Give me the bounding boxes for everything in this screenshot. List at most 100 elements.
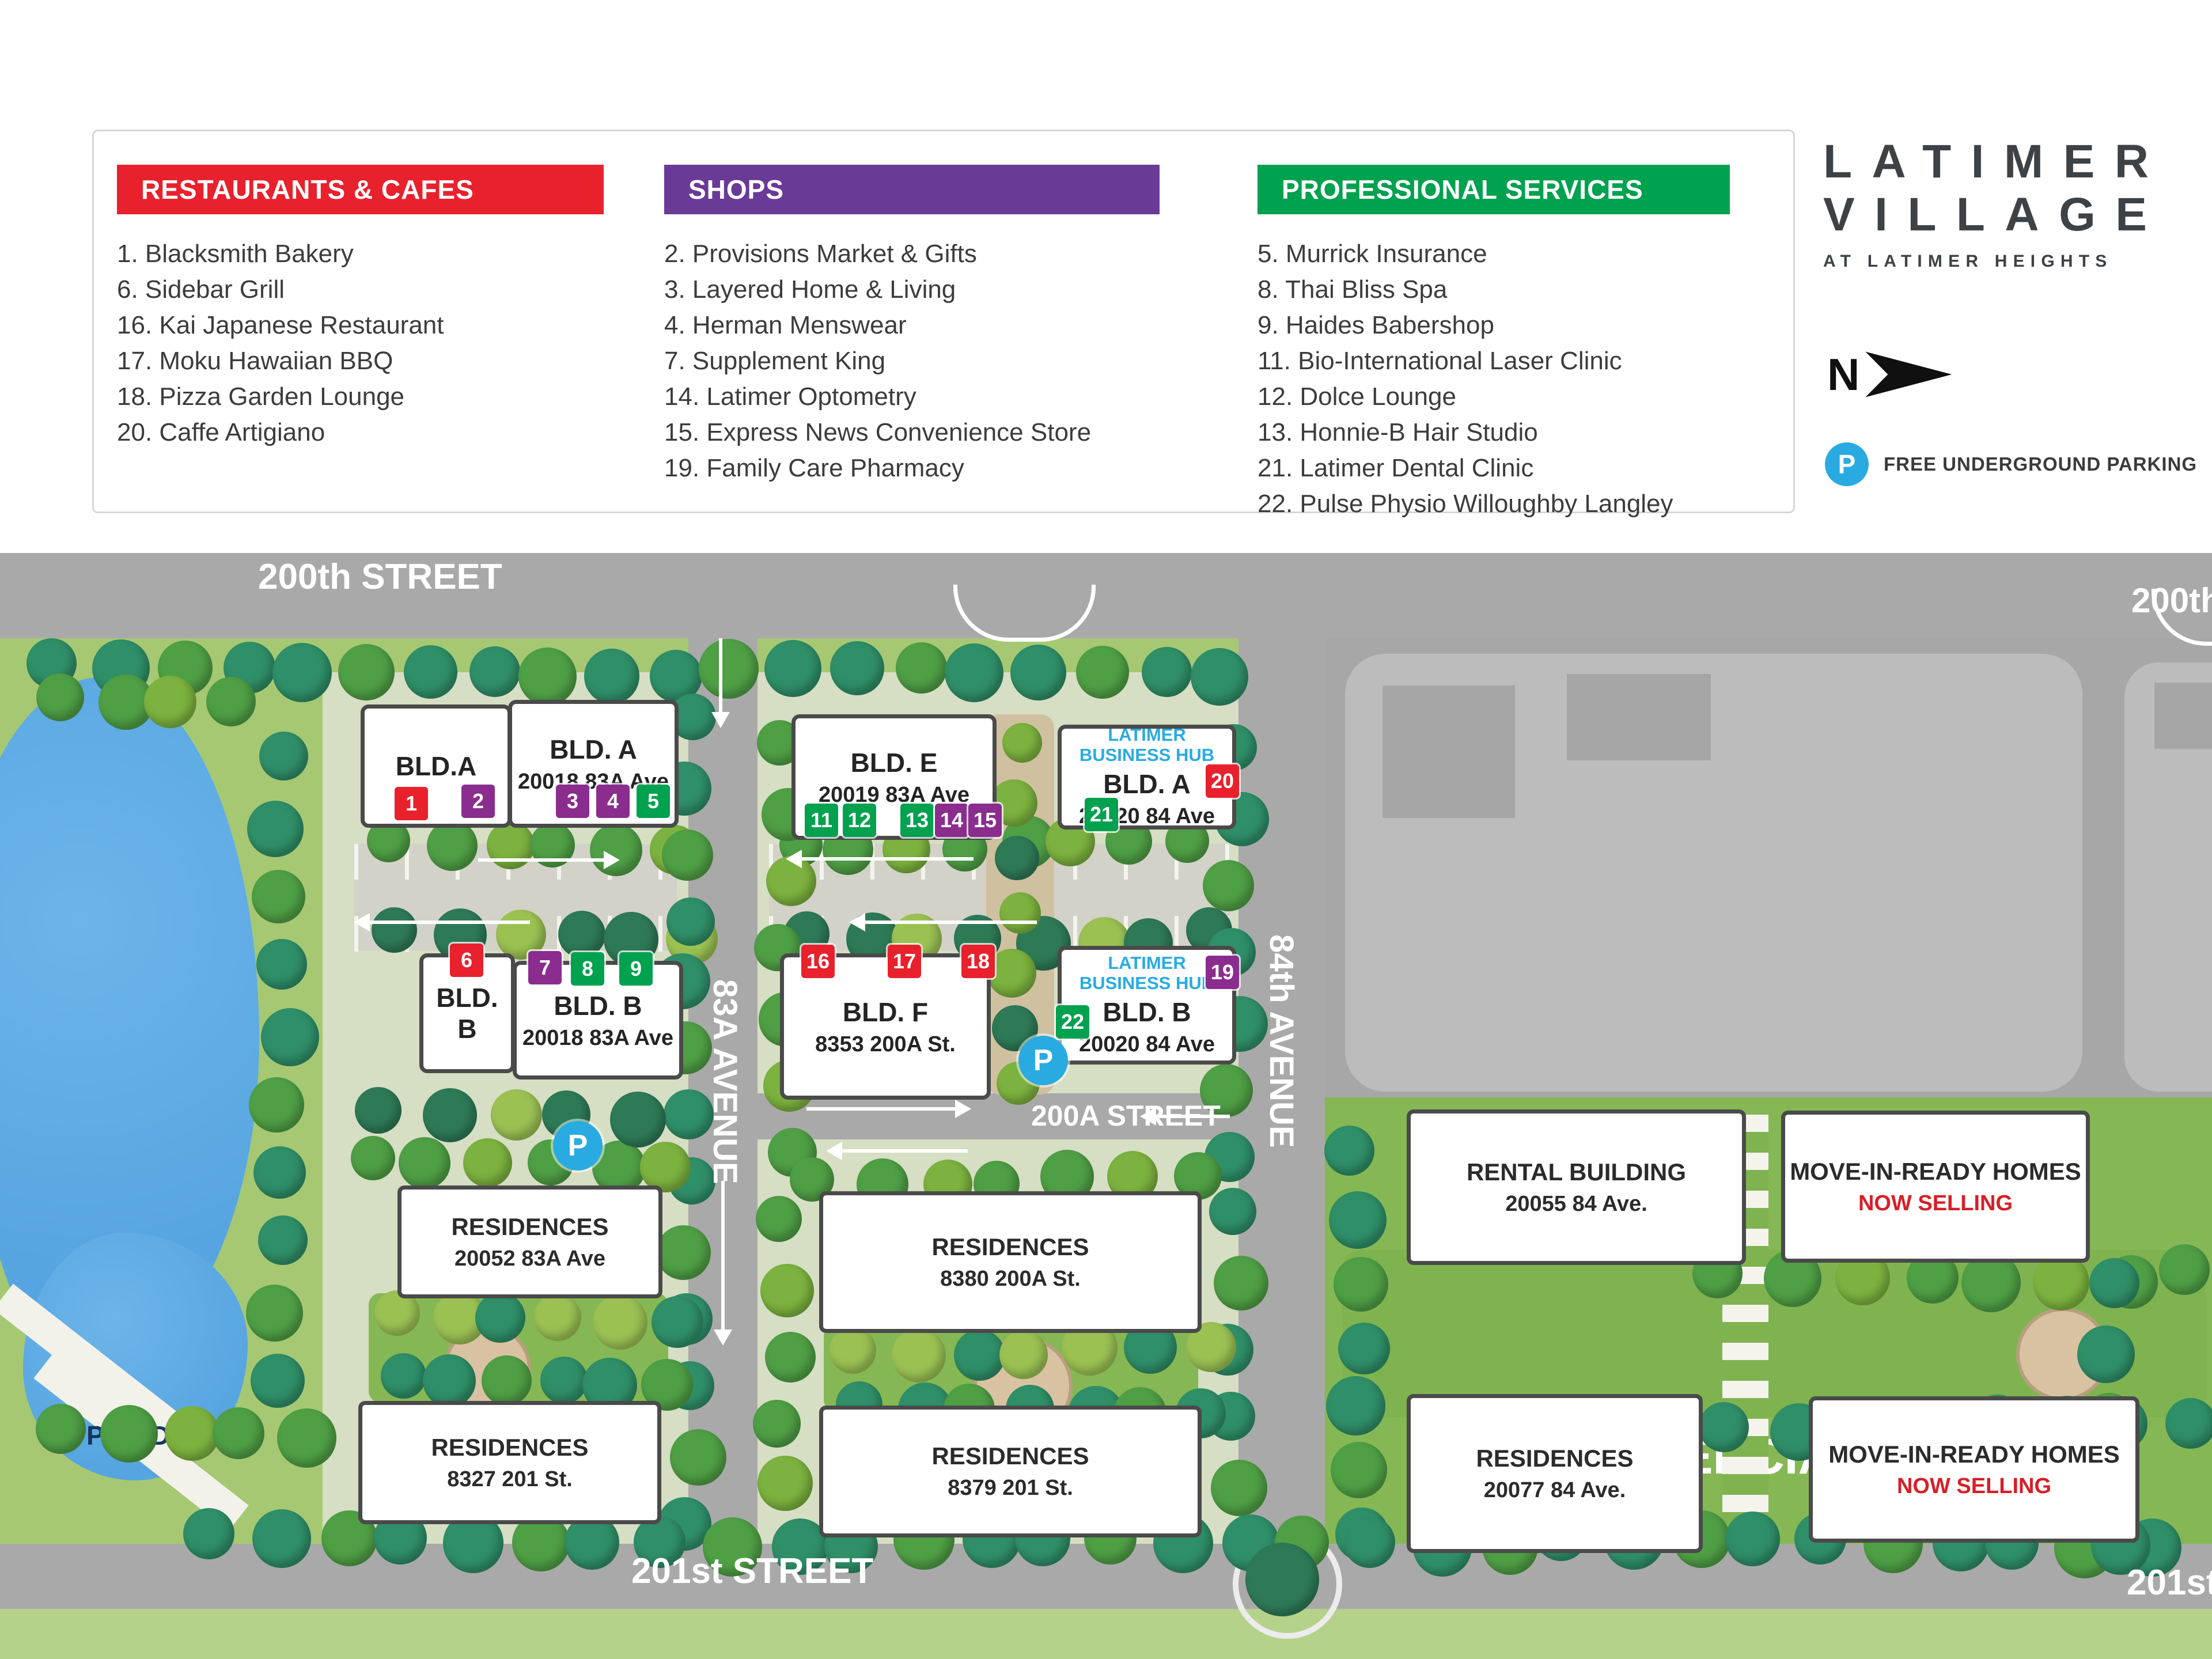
residence-address: 20077 84 Ave. xyxy=(1483,1478,1626,1502)
tree xyxy=(463,1138,512,1187)
tree xyxy=(277,1408,336,1468)
unit-badge-18: 18 xyxy=(961,945,995,978)
tree xyxy=(252,1509,311,1568)
tree xyxy=(999,1331,1048,1379)
tree xyxy=(1203,860,1254,911)
legend-item: 18. Pizza Garden Lounge xyxy=(117,382,405,411)
brand-tagline: AT LATIMER HEIGHTS xyxy=(1823,251,2113,271)
tree xyxy=(640,1142,691,1192)
tree xyxy=(2033,1254,2089,1310)
legend-header-shops: SHOPS xyxy=(664,165,1160,214)
tree xyxy=(518,647,577,706)
tree xyxy=(753,1400,801,1448)
building-address: 20019 83A Ave xyxy=(819,782,969,807)
tree xyxy=(1699,1402,1749,1452)
tree xyxy=(995,836,1039,880)
tree xyxy=(423,1088,477,1142)
unit-badge-9: 9 xyxy=(619,952,653,986)
tree xyxy=(246,1285,303,1342)
legend-item: 9. Haides Babershop xyxy=(1257,311,1494,339)
street-84th: 84th AVENUE xyxy=(1263,934,1300,1148)
tree xyxy=(252,870,305,923)
tree xyxy=(534,1294,581,1341)
unit-badge-6: 6 xyxy=(450,944,483,977)
legend-item: 22. Pulse Physio Willoughby Langley xyxy=(1257,490,1673,518)
residence-title: RESIDENCES xyxy=(1476,1444,1634,1472)
legend-item: 4. Herman Menswear xyxy=(664,311,907,339)
tree xyxy=(355,1087,402,1134)
tree xyxy=(945,643,1003,702)
unit-badge-20: 20 xyxy=(1206,764,1239,798)
tree xyxy=(213,1407,264,1459)
traffic-arrow-left xyxy=(354,913,530,931)
tree xyxy=(1326,1376,1385,1435)
tree xyxy=(206,677,256,726)
tree xyxy=(765,1332,816,1382)
unit-badge-17: 17 xyxy=(888,945,921,978)
street-200th-east: 200th xyxy=(2131,581,2212,620)
tree xyxy=(584,649,639,704)
tree xyxy=(987,949,1036,998)
tree xyxy=(491,1089,542,1141)
tree xyxy=(469,646,520,697)
arrow-tip xyxy=(714,1330,732,1346)
building-address: 20018 83A Ave xyxy=(522,1025,673,1050)
tree xyxy=(183,1508,234,1559)
tree xyxy=(251,1354,305,1408)
tree xyxy=(487,821,535,869)
road-200th-street xyxy=(0,553,2212,638)
underground-parking-marker: P xyxy=(553,1121,603,1171)
tree xyxy=(1010,645,1066,700)
unit-badge-12: 12 xyxy=(843,804,876,837)
residence-address: 8379 201 St. xyxy=(948,1476,1073,1500)
building-name: BLD. B xyxy=(1103,997,1191,1027)
tree xyxy=(338,644,395,700)
legend-item: 7. Supplement King xyxy=(664,347,886,375)
commercial-footprint-1 xyxy=(1382,685,1515,818)
tree xyxy=(249,1077,304,1132)
unit-badge-4: 4 xyxy=(596,785,630,818)
legend-item: 2. Provisions Market & Gifts xyxy=(664,240,977,268)
tree xyxy=(482,1355,532,1406)
south-green-strip xyxy=(0,1609,2212,1659)
roundabout-tree xyxy=(1245,1543,1319,1616)
legend-item: 8. Thai Bliss Spa xyxy=(1257,275,1448,304)
unit-badge-15: 15 xyxy=(968,804,1002,837)
building-name: BLD.A xyxy=(395,751,477,781)
tree xyxy=(656,1225,711,1280)
tree xyxy=(666,897,715,946)
brand-line1: LATIMER xyxy=(1823,135,2169,188)
road-84th-avenue xyxy=(1238,637,1325,1550)
north-indicator: N xyxy=(1827,344,1952,404)
tree xyxy=(259,732,308,781)
tree xyxy=(954,1330,1005,1381)
arrow-tip xyxy=(786,850,802,868)
building-name: BLD. A xyxy=(550,734,637,764)
legend-item: 19. Family Care Pharmacy xyxy=(664,454,964,482)
building-address: 20020 84 Ave xyxy=(1079,1032,1215,1056)
tree xyxy=(1209,1188,1256,1235)
residence-title: RESIDENCES xyxy=(931,1233,1089,1260)
legend-item: 12. Dolce Lounge xyxy=(1257,382,1456,411)
tree xyxy=(593,1295,647,1350)
tree xyxy=(427,820,478,871)
traffic-arrow-left xyxy=(826,1142,968,1160)
north-arrow-icon xyxy=(1865,351,1952,397)
tree xyxy=(1331,1442,1387,1498)
tree xyxy=(100,1405,158,1463)
commercial-footprint-2 xyxy=(1567,674,1711,760)
tree xyxy=(772,1518,828,1575)
parking-icon: P xyxy=(1825,442,1869,486)
tree xyxy=(1338,1323,1390,1374)
unit-badge-21: 21 xyxy=(1085,798,1118,831)
tree xyxy=(756,1196,802,1242)
underground-parking-marker: P xyxy=(1018,1036,1068,1085)
